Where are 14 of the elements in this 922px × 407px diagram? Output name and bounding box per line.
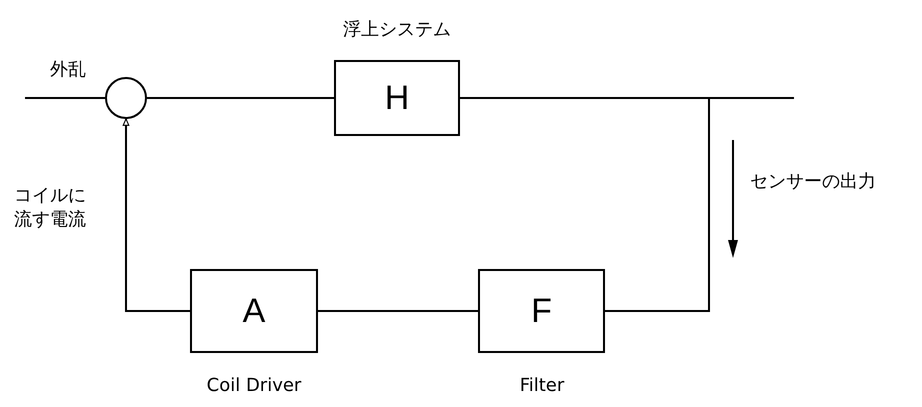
block-caption: 浮上システム (342, 18, 452, 42)
arrow (122, 118, 190, 312)
edge-label: コイルに流す電流 (14, 184, 87, 232)
signal-label: センサーの出力 (750, 170, 877, 194)
connector-line (147, 97, 334, 99)
block-caption: Coil Driver (206, 374, 302, 398)
edge-label: 外乱 (50, 58, 87, 82)
block-caption: Filter (518, 374, 566, 398)
block-box: H (334, 60, 460, 136)
connector-line (318, 310, 478, 312)
summing-junction (105, 77, 147, 119)
block-box: A (190, 269, 318, 353)
block-box: F (478, 269, 605, 353)
connector-line (25, 97, 105, 99)
